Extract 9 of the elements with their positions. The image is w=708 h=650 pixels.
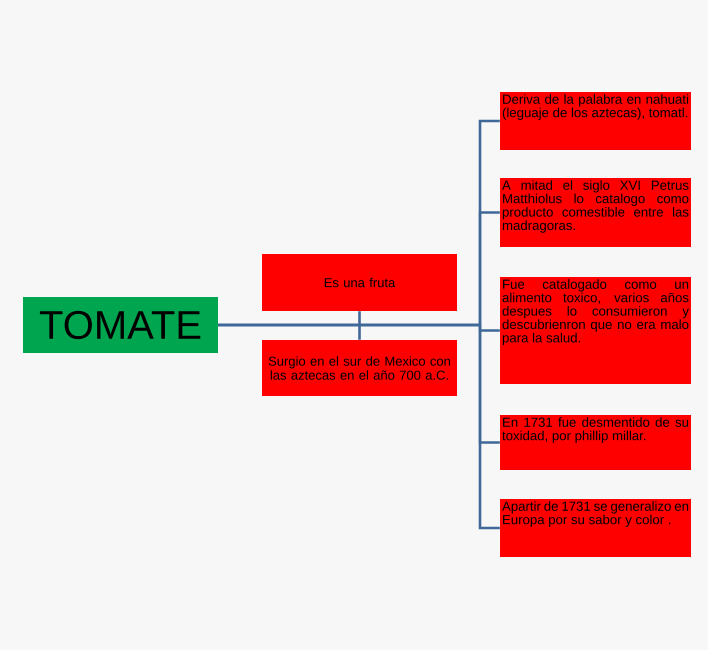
text-box: Fue catalogado como un alimento toxico, varios años despues lo consumieron y descubrienron que no era malo para la salud. xyxy=(500,277,691,384)
text-box: A mitad el siglo XVI Petrus Matthiolus lo catalogo como producto comestible entre las madragoras. xyxy=(500,178,691,247)
text-box: Apartir de 1731 se generalizo en Europa por su sabor y color . xyxy=(500,499,691,557)
title-box: TOMATE xyxy=(23,297,218,353)
connector-line xyxy=(218,324,500,530)
text-box: Es una fruta xyxy=(262,254,457,311)
text-box: Deriva de la palabra en nahuati (leguaje de los aztecas), tomatl. xyxy=(500,92,691,150)
text-box: En 1731 fue desmentido de su toxidad, por phillip millar. xyxy=(500,415,691,470)
text-box: Surgio en el sur de Mexico con las aztecas en el año 700 a.C. xyxy=(262,340,457,396)
